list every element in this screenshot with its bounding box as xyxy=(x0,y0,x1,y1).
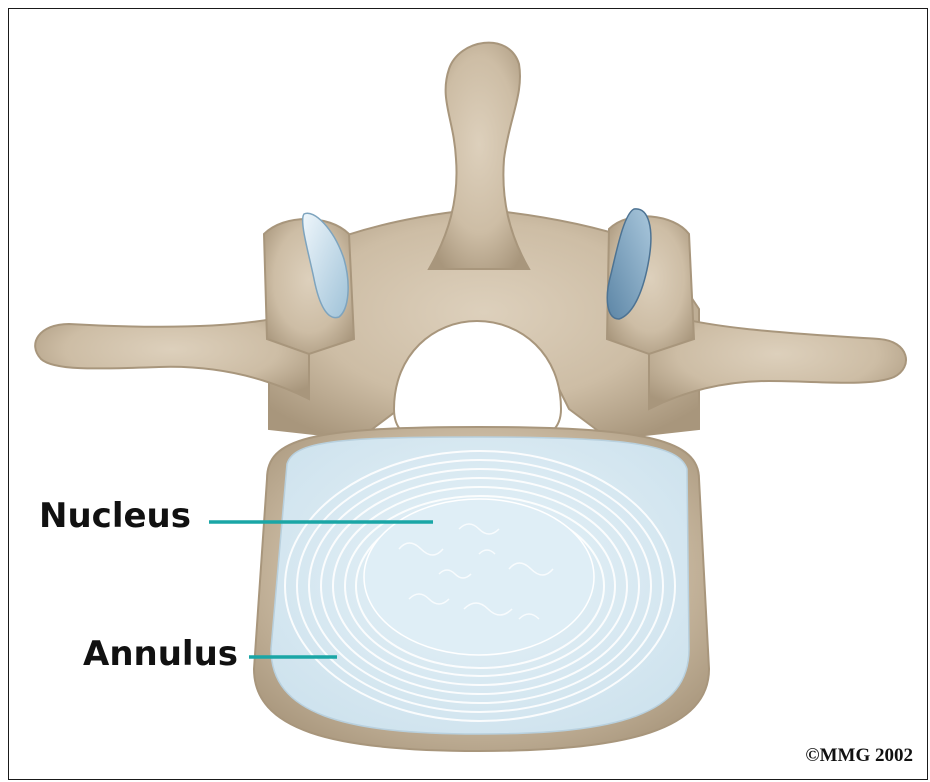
intervertebral-disc xyxy=(271,437,689,734)
annulus-label: Annulus xyxy=(83,637,238,671)
spinous-process xyxy=(429,43,529,269)
copyright-text: ©MMG 2002 xyxy=(805,745,913,767)
nucleus-label: Nucleus xyxy=(39,499,191,533)
figure-frame: Nucleus Annulus ©MMG 2002 xyxy=(8,8,928,780)
